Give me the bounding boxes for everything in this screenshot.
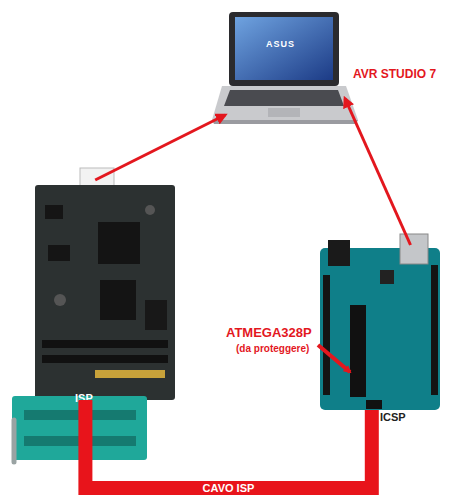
cable-label: CAVO ISP bbox=[203, 482, 255, 494]
laptop-drawing bbox=[212, 12, 358, 124]
leader-line bbox=[318, 345, 350, 372]
arduino-drawing bbox=[320, 234, 440, 410]
callout-note: (da proteggere) bbox=[236, 343, 309, 354]
brand-logo: ASUS bbox=[266, 40, 295, 50]
isp-cable bbox=[85, 400, 371, 488]
laptop-node: AVR STUDIO 7 bbox=[225, 10, 345, 128]
arduino-node: ICSP bbox=[318, 245, 443, 410]
arrow-connector bbox=[345, 99, 411, 246]
callout-text: ATMEGA328P bbox=[226, 326, 312, 340]
node-text: AVR STUDIO 7 bbox=[353, 68, 436, 81]
programmer-drawing bbox=[35, 168, 175, 400]
programmer-node: ISP bbox=[35, 180, 175, 400]
arrow-connector bbox=[95, 115, 225, 180]
node-text: ICSP bbox=[380, 411, 406, 423]
